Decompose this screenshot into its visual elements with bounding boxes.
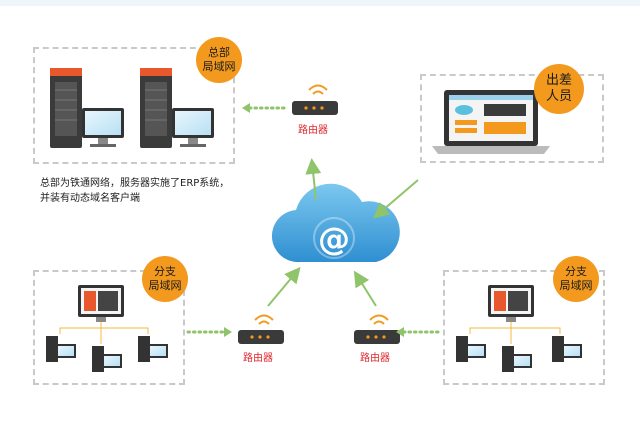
router-icon xyxy=(354,314,400,344)
arrow-connector xyxy=(267,158,419,307)
dotted-connector xyxy=(186,106,440,334)
network-lines xyxy=(469,322,561,344)
badge-line: 分支 xyxy=(154,265,176,278)
router-label-top: 路由器 xyxy=(298,125,328,136)
internet-cloud-icon xyxy=(271,183,400,263)
travel-box xyxy=(420,74,604,163)
monitor-icon xyxy=(78,285,124,322)
laptop-icon xyxy=(432,90,550,154)
network-lines xyxy=(59,322,149,344)
hq-lan-box xyxy=(33,47,235,164)
router-label-bottom-left: 路由器 xyxy=(243,353,273,364)
branch-right-box xyxy=(443,270,605,385)
monitor-icon xyxy=(82,108,124,147)
badge-line: 出差 xyxy=(545,73,572,88)
monitor-icon xyxy=(488,285,534,322)
top-strip xyxy=(0,0,640,6)
pc-icon xyxy=(46,336,76,362)
server-icon xyxy=(50,68,82,148)
at-symbol: @ xyxy=(318,220,350,258)
branch-right-badge: 分支 局域网 xyxy=(553,256,599,302)
pc-icon xyxy=(552,336,582,362)
pc-icon xyxy=(138,336,168,362)
badge-line: 局域网 xyxy=(148,279,182,292)
monitor-icon xyxy=(172,108,214,147)
hq-description: 总部为铁通网络，服务器实施了ERP系统， 并装有动态域名客户端 xyxy=(40,176,260,206)
badge-line: 局域网 xyxy=(202,60,236,73)
hq-lan-badge: 总部 局域网 xyxy=(196,37,242,83)
pc-icon xyxy=(92,346,122,372)
router-icon xyxy=(292,84,338,115)
router-icon xyxy=(238,314,284,344)
badge-line: 分支 xyxy=(565,265,587,278)
badge-line: 人员 xyxy=(545,89,572,104)
arrow-head xyxy=(224,103,404,337)
badge-line: 局域网 xyxy=(559,279,593,292)
pc-icon xyxy=(502,346,532,372)
pc-icon xyxy=(456,336,486,362)
branch-left-badge: 分支 局域网 xyxy=(142,256,188,302)
hq-note-line: 并装有动态域名客户端 xyxy=(40,193,140,204)
router-label-bottom-right: 路由器 xyxy=(360,353,390,364)
server-icon xyxy=(140,68,172,148)
travel-badge: 出差 人员 xyxy=(534,64,584,114)
hq-note-line: 总部为铁通网络，服务器实施了ERP系统， xyxy=(40,178,230,189)
badge-line: 总部 xyxy=(208,46,230,59)
branch-left-box xyxy=(33,270,185,385)
